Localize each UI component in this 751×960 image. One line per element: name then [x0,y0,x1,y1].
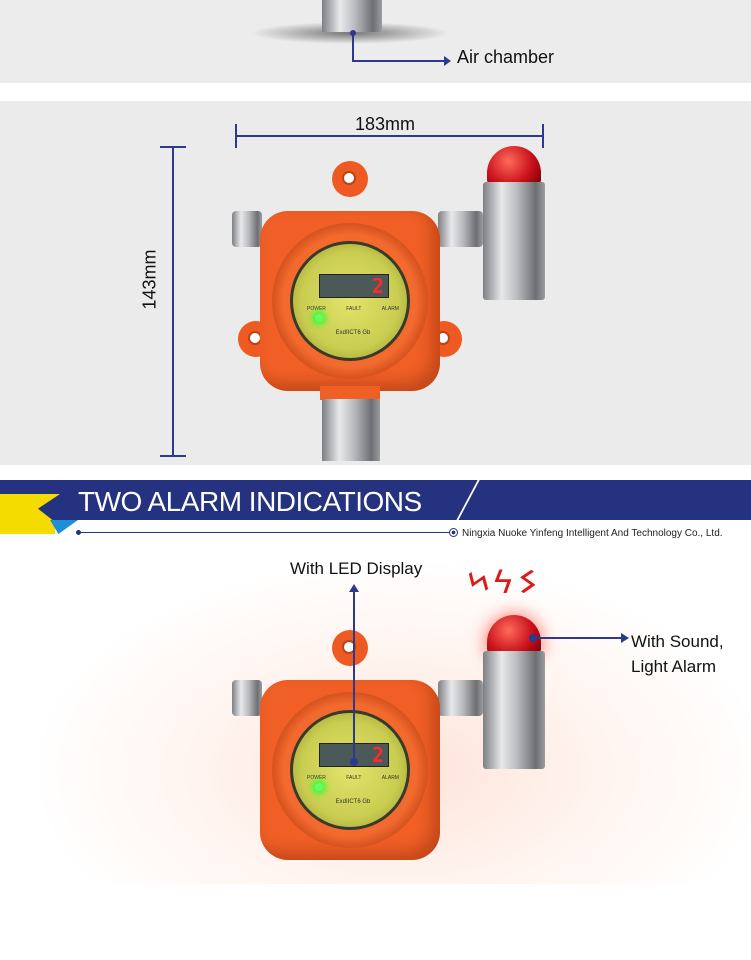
sensor-cylinder [322,0,382,32]
callout-line: Light Alarm [631,657,717,676]
pointer-dot [350,758,358,766]
pointer-line [533,637,623,639]
arrow-up-icon [349,584,359,592]
power-label: POWER [307,306,326,312]
indicator-labels: POWER FAULT ALARM [307,775,399,781]
section-banner [0,480,751,520]
dim-tick [160,455,186,457]
pointer-line [352,60,446,62]
section-title: TWO ALARM INDICATIONS [78,486,422,517]
height-label: 143mm [139,249,160,310]
cable-gland [438,680,483,716]
mount-ear [332,630,368,666]
arrow-head-icon [444,56,451,66]
dimensions-section: 183mm 143mm 2 POWER FAULT ALARM ExdIICT6 G… [0,101,751,465]
lamp-body [483,182,545,300]
rule-dot [76,530,81,535]
fault-label: FAULT [346,306,362,312]
alarm-label: ALARM [381,775,399,781]
indicator-labels: POWER FAULT ALARM [307,306,399,312]
led-display: 2 [319,274,389,298]
sound-light-callout: With Sound, Light Alarm [631,629,724,679]
sensor-cylinder [322,399,380,461]
power-label: POWER [307,775,326,781]
pointer-dot [529,634,537,642]
ex-marking: ExdIICT6 Gb [335,330,371,336]
callout-line: With Sound, [631,632,724,651]
width-label: 183mm [355,114,416,134]
pointer-line [353,590,355,760]
air-chamber-label: Air chamber [457,47,555,67]
mount-ear [332,161,368,197]
red-lamp-dome [487,146,541,184]
power-led [315,314,323,322]
height-dimension-line [172,146,174,456]
pointer-line [352,33,354,61]
display-window: 2 POWER FAULT ALARM ExdIICT6 Gb [290,241,410,361]
alarm-section: With LED Display ϟϟϟ With Sound, Light A… [0,540,751,884]
display-digit: 2 [371,274,384,298]
cable-gland [232,680,262,716]
alarm-sound-icon: ϟϟϟ [460,561,546,603]
cable-gland [232,211,262,247]
display-digit: 2 [371,743,384,767]
led-display-callout: With LED Display [290,559,423,578]
rule-line [78,532,450,533]
cable-gland [438,211,483,247]
sensor-neck [320,386,380,400]
fault-label: FAULT [346,775,362,781]
air-chamber-section: Air chamber [0,0,751,83]
lamp-body [483,651,545,769]
width-dimension-line [235,135,544,137]
company-name: Ningxia Nuoke Yinfeng Intelligent And Te… [462,528,723,539]
gas-detector: 2 POWER FAULT ALARM ExdIICT6 Gb [220,146,545,491]
gas-detector: 2 POWER FAULT ALARM ExdIICT6 Gb [220,615,545,960]
ex-marking: ExdIICT6 Gb [335,799,371,805]
power-led [315,783,323,791]
arrow-head-icon [621,633,629,643]
target-icon [449,528,458,537]
alarm-label: ALARM [381,306,399,312]
display-window: 2 POWER FAULT ALARM ExdIICT6 Gb [290,710,410,830]
